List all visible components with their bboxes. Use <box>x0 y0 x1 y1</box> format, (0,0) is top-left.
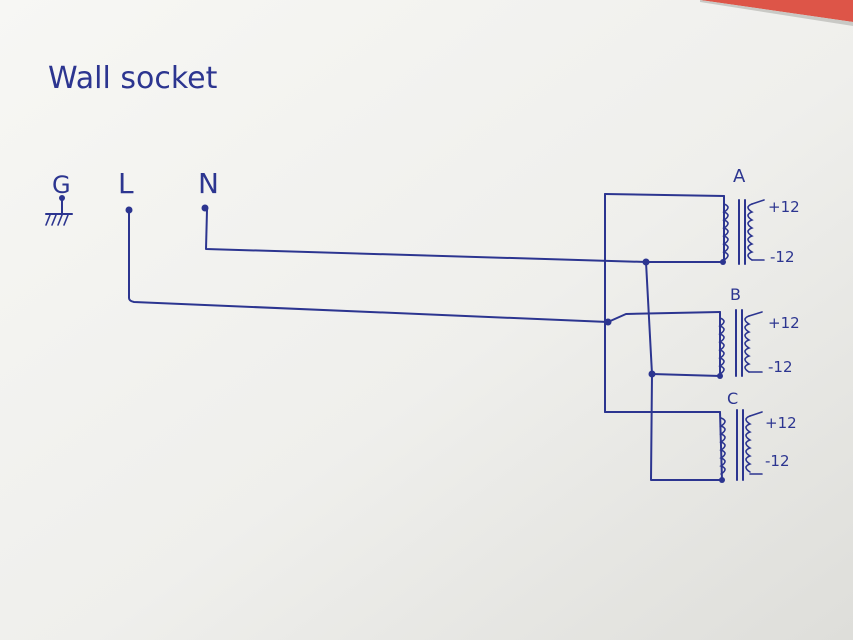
transformer-a-minus: -12 <box>770 248 795 266</box>
neutral-wire <box>205 209 723 263</box>
title-label: Wall socket <box>48 61 218 96</box>
ground-label: G <box>52 171 71 199</box>
transformer-a-label: A <box>733 166 746 187</box>
live-terminal <box>125 206 133 214</box>
live-label: L <box>118 167 134 200</box>
transformer-b-minus: -12 <box>768 358 793 376</box>
transformer-b <box>718 309 763 377</box>
transformer-b-label: B <box>730 285 741 304</box>
junction-neutral <box>642 258 650 266</box>
transformer-a-plus: +12 <box>768 198 800 216</box>
neutral-to-C <box>650 373 723 481</box>
transformer-c <box>719 409 763 481</box>
paper-shadow <box>700 0 853 26</box>
junction-neutral-b <box>648 370 656 378</box>
transformer-c-label: C <box>727 389 738 408</box>
transformer-b-plus: +12 <box>768 314 800 332</box>
live-to-B <box>607 311 721 323</box>
neutral-label: N <box>198 167 219 200</box>
junction-live <box>604 318 612 326</box>
transformer-a <box>722 195 765 265</box>
live-to-A <box>604 193 725 197</box>
transformer-c-minus: -12 <box>765 452 790 470</box>
ground-symbol-icon <box>45 195 73 226</box>
live-wire <box>128 211 609 323</box>
transformer-c-plus: +12 <box>765 414 797 432</box>
